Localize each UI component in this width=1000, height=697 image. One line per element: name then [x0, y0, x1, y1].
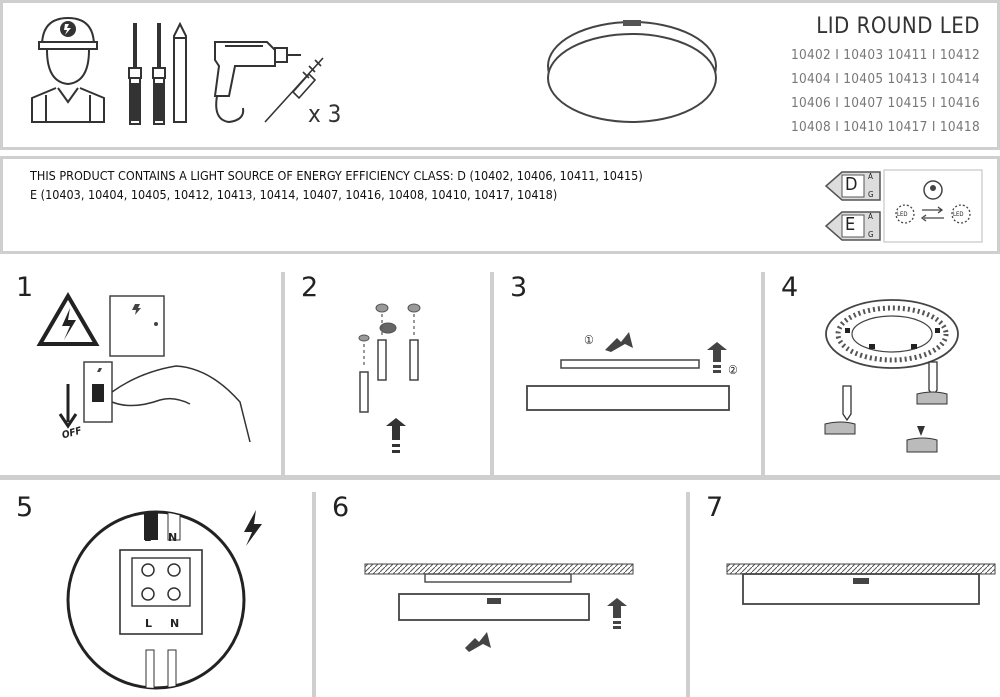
divider-3: [761, 272, 765, 477]
step-3-number: 3: [510, 272, 528, 303]
step-7-number: 7: [706, 492, 724, 523]
step-2-number: 2: [301, 272, 319, 303]
divider-5: [686, 492, 690, 697]
step-2-illustration: [358, 303, 421, 453]
led-label-left: LED: [897, 211, 908, 218]
energy-text-line-2: E (10403, 10404, 10405, 10412, 10413, 10…: [30, 187, 558, 202]
product-codes-row-3: 10406 I 10407 10415 I 10416: [790, 95, 980, 111]
row-divider: [0, 475, 1000, 480]
drill-icon: [213, 41, 324, 124]
divider-1: [281, 272, 285, 477]
product-codes-row-1: 10402 I 10403 10411 I 10412: [790, 47, 980, 63]
divider-2: [490, 272, 494, 477]
step-3-mark-1: ①: [584, 333, 594, 347]
step-5-wire-n: N: [168, 531, 178, 544]
energy-scale-bottom-g: G: [868, 230, 874, 239]
energy-panel: [0, 156, 1000, 254]
product-title: LID ROUND LED: [816, 14, 980, 39]
worker-icon: [31, 16, 105, 123]
step-6-illustration: [364, 563, 634, 652]
step-5-number: 5: [16, 492, 34, 523]
step-5-illustration: [66, 510, 262, 690]
energy-scale-top-g: G: [868, 190, 874, 199]
step-1-illustration: [36, 292, 251, 443]
step-4-illustration: [824, 299, 959, 453]
product-codes-row-4: 10408 I 10410 10417 I 10418: [790, 119, 980, 135]
energy-scale-top-a: A: [868, 172, 873, 181]
step-5-terminal-n: N: [170, 617, 180, 630]
step-5-terminal-l: L: [145, 617, 153, 630]
step-4-number: 4: [781, 272, 799, 303]
energy-class-label: [824, 169, 983, 243]
step-3-illustration: [526, 332, 730, 411]
step-5-wire-l: L: [144, 531, 152, 544]
screwdrivers-icon: [128, 21, 187, 125]
energy-class-top: D: [845, 174, 858, 195]
header-panel: [0, 0, 1000, 150]
energy-scale-bottom-a: A: [868, 212, 873, 221]
led-label-right: LED: [953, 211, 964, 218]
step-7-illustration: [726, 563, 996, 605]
step-3-mark-2: ②: [728, 363, 738, 377]
divider-4: [312, 492, 316, 697]
tools-quantity: x 3: [308, 100, 342, 128]
lamp-fixture-drawing: [547, 20, 717, 123]
step-6-number: 6: [332, 492, 350, 523]
product-codes-row-2: 10404 I 10405 10413 I 10414: [790, 71, 980, 87]
energy-class-bottom: E: [845, 214, 856, 235]
step-1-number: 1: [16, 272, 34, 303]
energy-text-line-1: THIS PRODUCT CONTAINS A LIGHT SOURCE OF …: [30, 168, 643, 183]
